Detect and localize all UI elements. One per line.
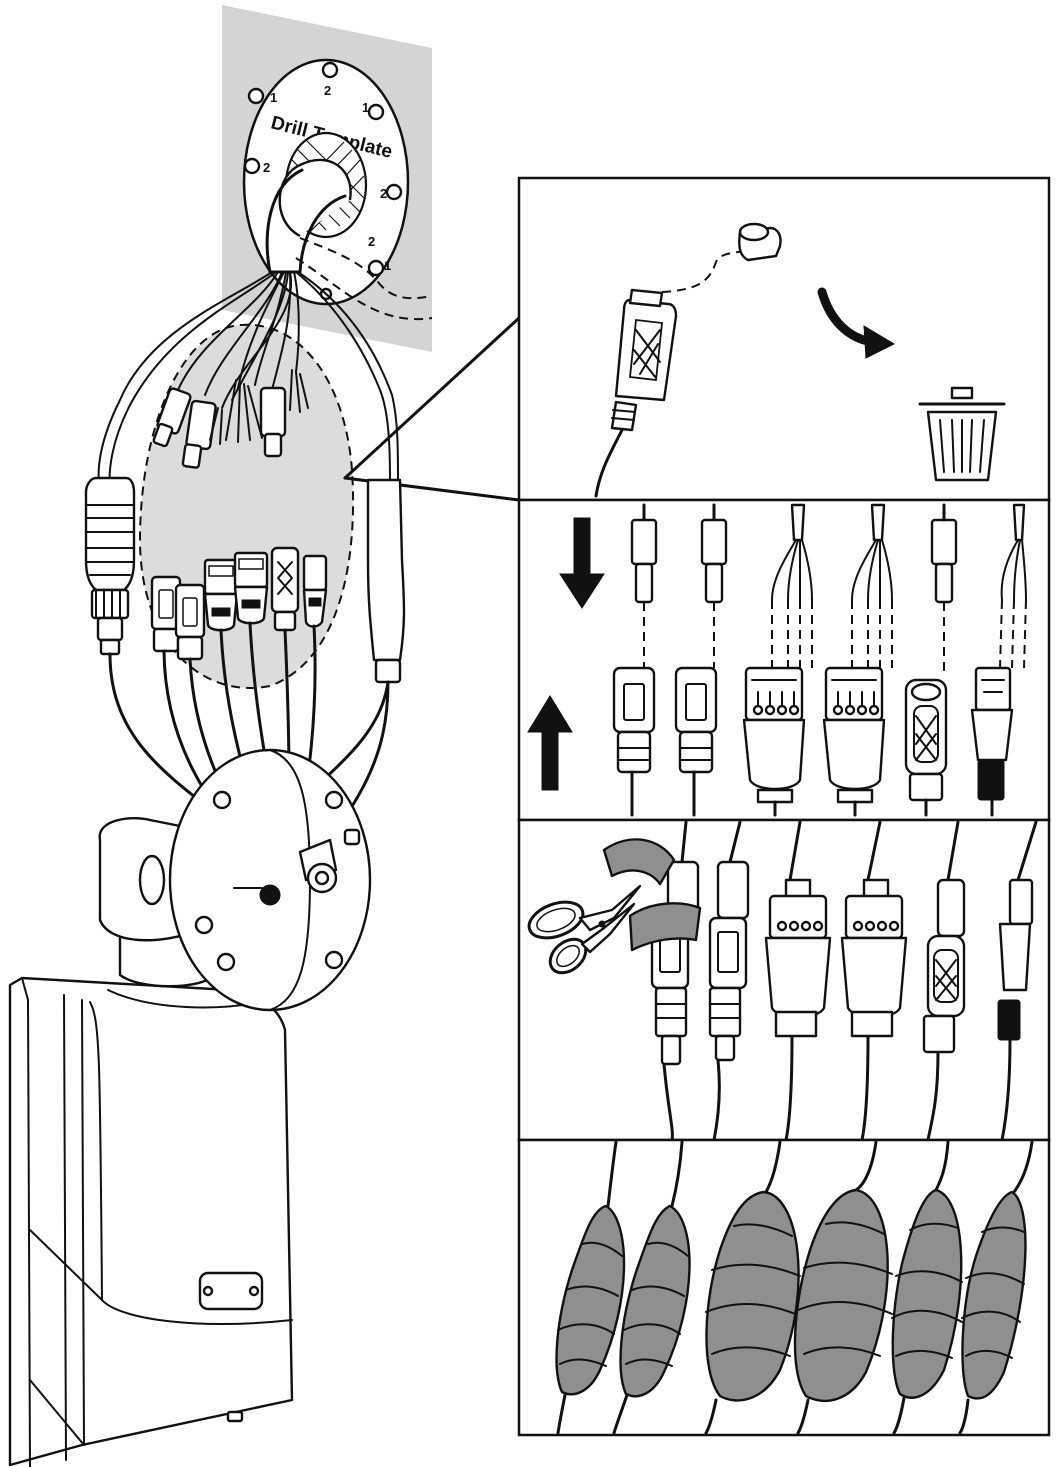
panel-wrapped — [517, 1138, 1051, 1437]
svg-text:1: 1 — [362, 100, 369, 115]
discard-arrow-icon — [817, 287, 896, 359]
power-connector — [366, 478, 406, 684]
push-up-arrow-icon — [527, 695, 573, 791]
main-cable — [265, 158, 352, 274]
scissors-icon — [527, 884, 642, 975]
svg-text:2: 2 — [380, 186, 387, 201]
mount-round-connector — [298, 838, 338, 894]
svg-text:2: 2 — [263, 160, 270, 175]
hole-numbers: 1 2 1 2 2 1 2 — [263, 83, 391, 273]
tape-strip — [602, 838, 702, 952]
connector-row — [150, 546, 328, 661]
male-plugs — [630, 503, 1027, 604]
screw-holes — [243, 61, 403, 301]
cable-plug-ends — [152, 369, 309, 469]
camera-assembly — [8, 748, 372, 1467]
wrapped-cables — [555, 1140, 1034, 1435]
trash-bin-icon — [918, 386, 1006, 482]
dust-cap — [738, 222, 782, 262]
mated-connectors — [650, 860, 1034, 1066]
svg-text:1: 1 — [384, 258, 391, 273]
push-down-arrow-icon — [559, 517, 605, 609]
panel-remove-cap — [517, 176, 1051, 502]
panel-connect — [517, 498, 1051, 822]
panel-cut-tape — [517, 818, 1051, 1142]
sockets — [612, 666, 1014, 817]
svg-text:2: 2 — [368, 234, 375, 249]
alignment-lines — [643, 599, 1027, 672]
female-connector — [594, 288, 678, 498]
waterproof-connector — [84, 476, 136, 656]
svg-text:2: 2 — [324, 83, 331, 98]
svg-text:1: 1 — [270, 90, 277, 105]
wire-fan — [97, 271, 399, 491]
